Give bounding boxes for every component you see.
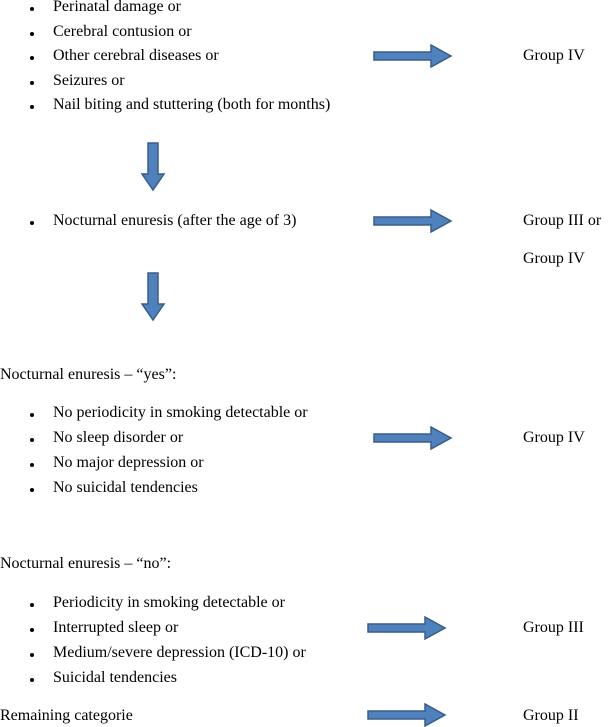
group-result: Group III or [523,212,602,229]
list-item: No major depression or [53,454,204,471]
list-item: Interrupted sleep or [53,619,179,636]
right-arrow-icon [367,702,447,727]
bullet-icon [30,413,34,417]
right-arrow-icon [367,615,447,641]
bullet-icon [30,81,34,85]
bullet-icon [30,32,34,36]
list-item: Nail biting and stuttering (both for mon… [53,96,331,113]
list-item: Seizures or [53,72,125,89]
bullet-icon [30,438,34,442]
list-item: No sleep disorder or [53,429,184,446]
list-item: No periodicity in smoking detectable or [53,404,308,421]
remaining-label: Remaining categorie [0,707,133,724]
bullet-icon [30,653,34,657]
list-item: Suicidal tendencies [53,669,177,686]
group-result: Group III [523,619,584,636]
group-result: Group IV [523,47,585,64]
bullet-icon [30,628,34,632]
list-item: Cerebral contusion or [53,23,192,40]
bullet-icon [30,7,34,11]
list-item: Perinatal damage or [53,0,181,15]
list-item: No suicidal tendencies [53,479,198,496]
right-arrow-icon [373,208,453,234]
bullet-icon [30,105,34,109]
bullet-icon [30,488,34,492]
list-item: Other cerebral diseases or [53,47,219,64]
down-arrow-icon [140,272,166,322]
list-item: Medium/severe depression (ICD-10) or [53,644,306,661]
right-arrow-icon [373,425,453,451]
group-result: Group IV [523,429,585,446]
group-result: Group II [523,707,579,724]
right-arrow-icon [373,43,453,69]
list-item: Nocturnal enuresis (after the age of 3) [53,212,297,229]
bullet-icon [30,678,34,682]
bullet-icon [30,463,34,467]
section-heading: Nocturnal enuresis – “no”: [0,555,172,572]
bullet-icon [30,56,34,60]
down-arrow-icon [140,142,166,192]
list-item: Periodicity in smoking detectable or [53,594,285,611]
bullet-icon [30,221,34,225]
section-heading: Nocturnal enuresis – “yes”: [0,366,177,383]
bullet-icon [30,603,34,607]
group-result: Group IV [523,250,585,267]
